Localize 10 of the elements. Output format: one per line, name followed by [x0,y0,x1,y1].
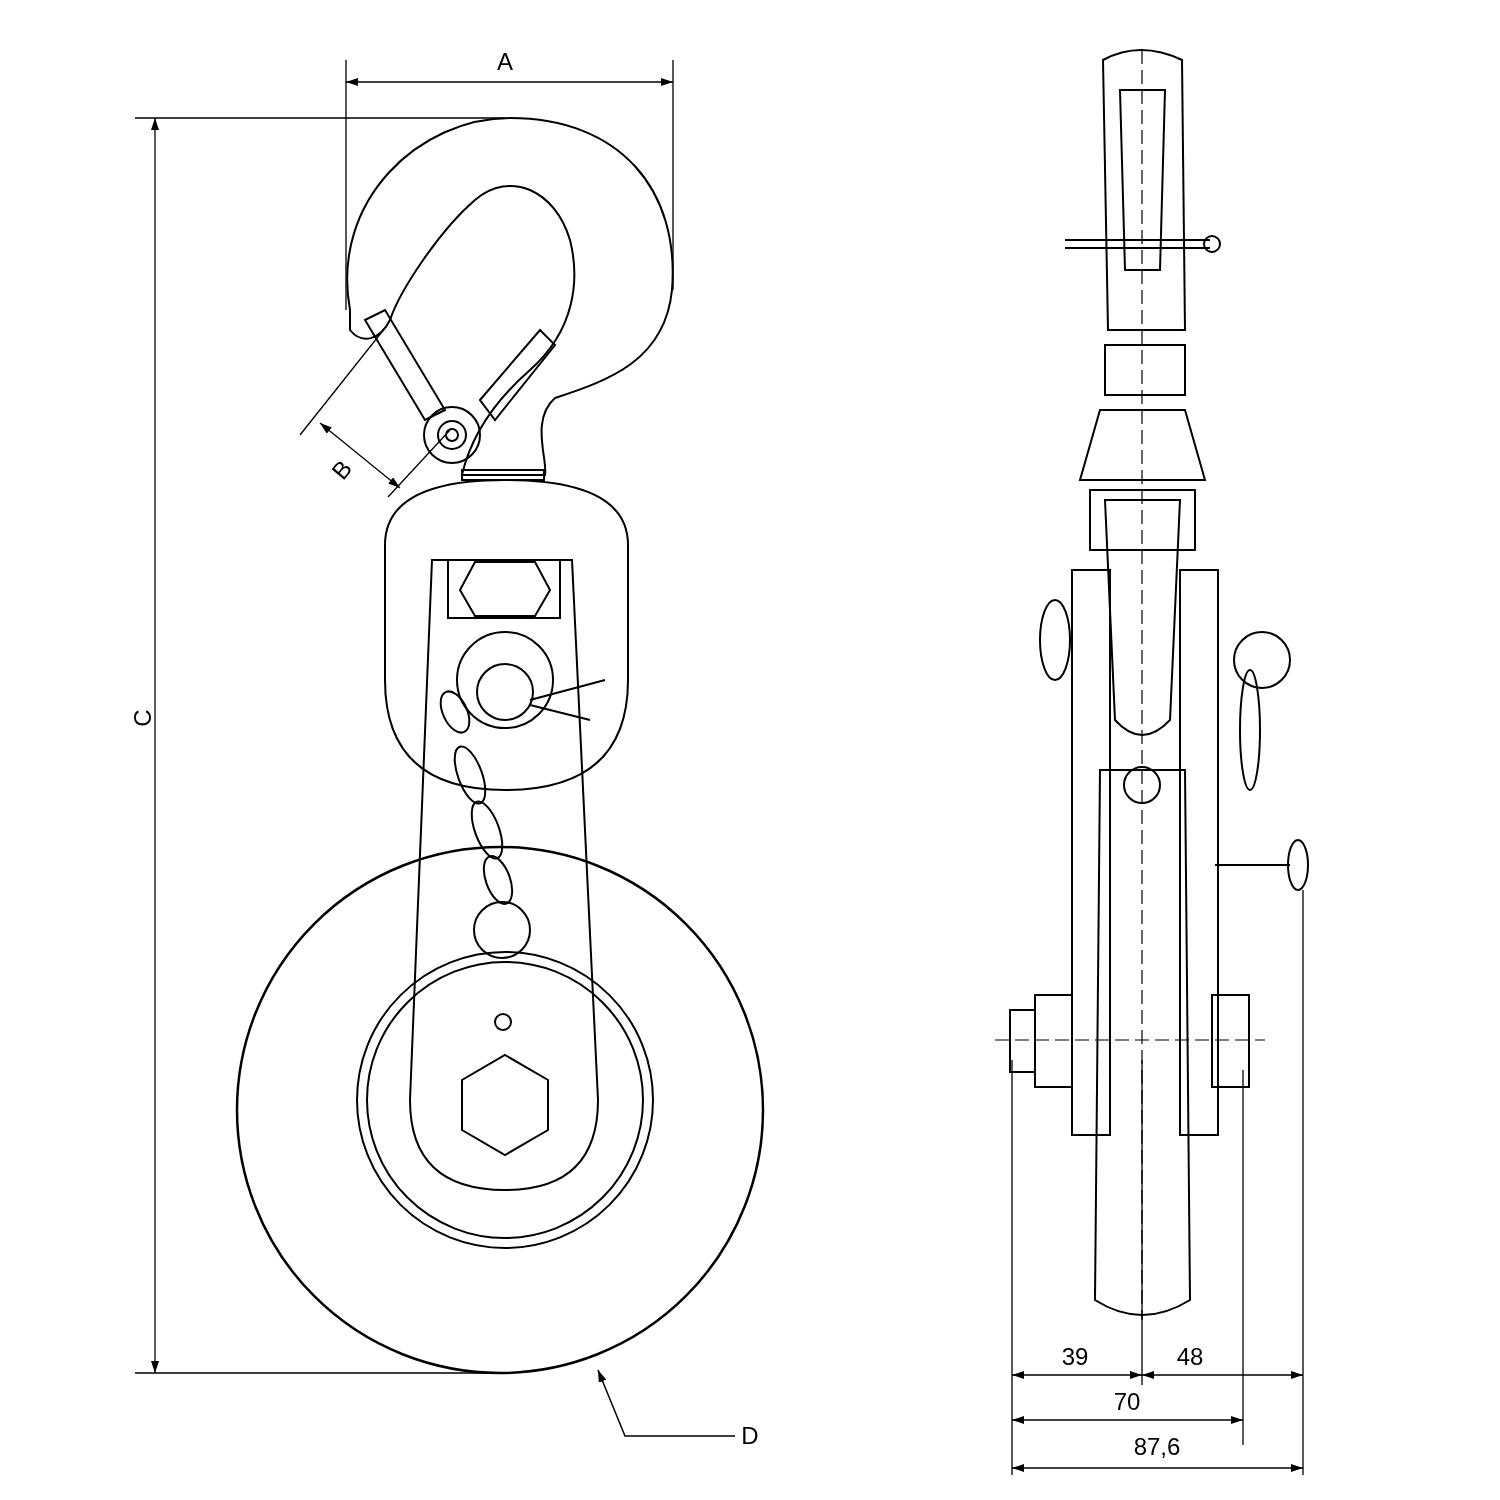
dimension-label: 48 [1176,1345,1204,1369]
dimension-label: 87,6 [1133,1435,1181,1459]
dimension-label: C [131,709,155,727]
callout-letter: D [741,1424,759,1448]
dimension-label: A [497,50,513,74]
dimension-label: 39 [1061,1345,1089,1369]
sheave-wheel [235,845,765,1375]
dimension-label: B [327,456,357,484]
dimension-label: 70 [1113,1390,1141,1414]
leader-line [597,1369,736,1437]
